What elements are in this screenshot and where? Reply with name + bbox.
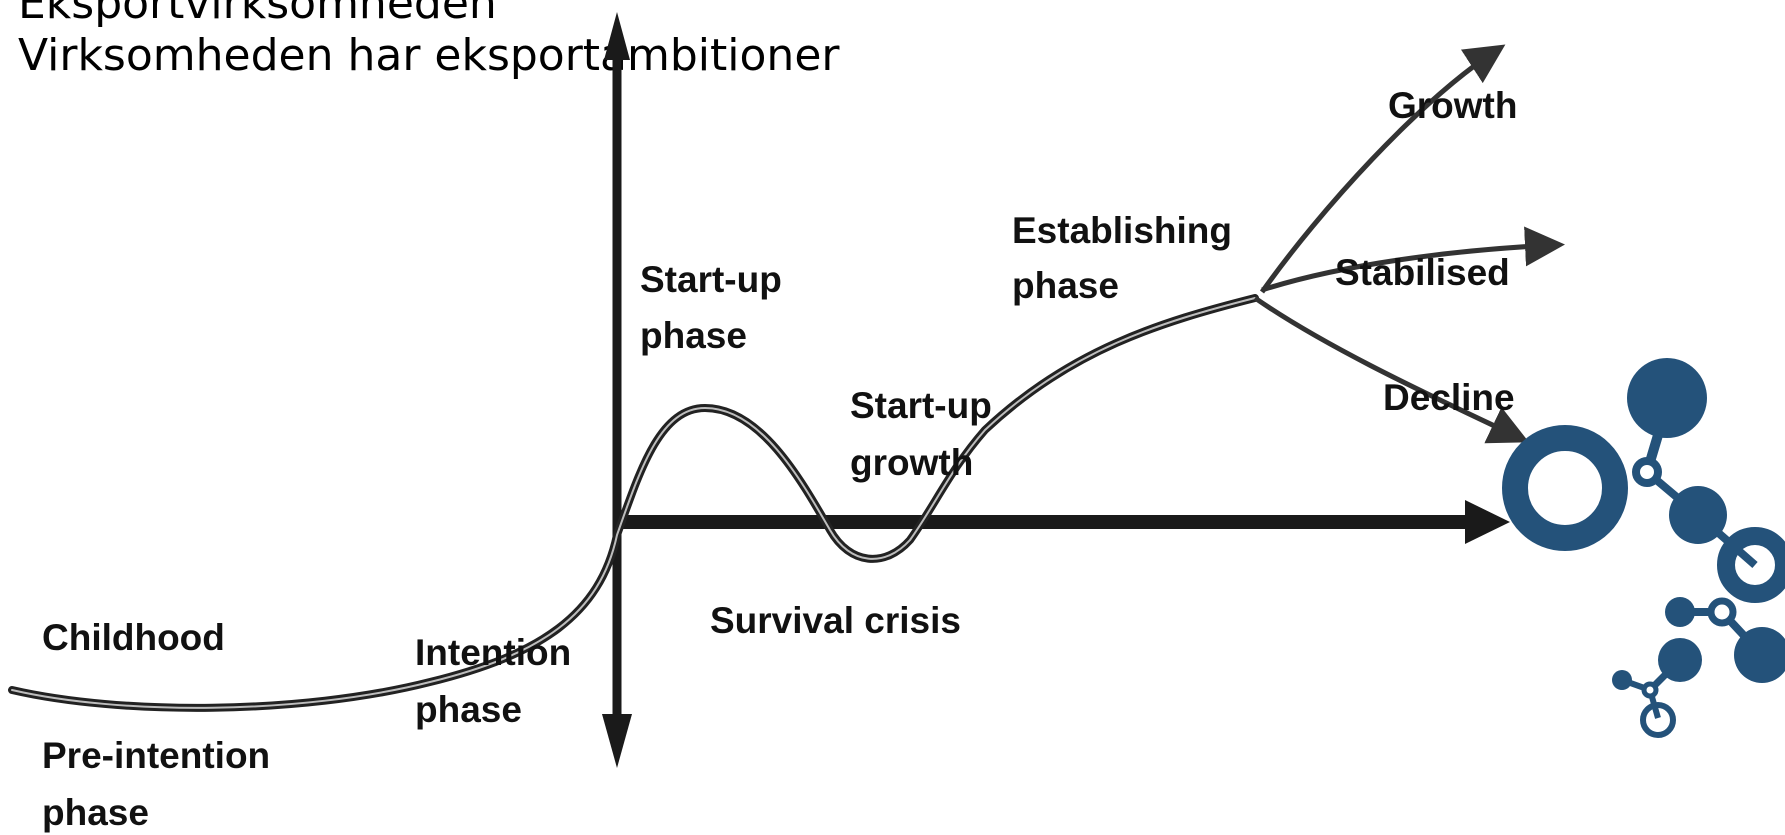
label-startup-growth-line1: Start-up (850, 385, 992, 426)
lifecycle-curve (8, 294, 1259, 712)
branch-growth (1259, 44, 1506, 294)
label-startup-line2: phase (640, 315, 747, 356)
label-survival-crisis: Survival crisis (710, 600, 961, 641)
label-decline: Decline (1383, 377, 1515, 418)
branch-stabilised (1261, 226, 1565, 293)
title-line-2: Virksomheden har eksportambitioner (18, 30, 840, 81)
slide-title: Eksportvirksomheden Virksomheden har eks… (18, 0, 839, 82)
label-startup-growth-line2: growth (850, 442, 973, 483)
label-stabilised: Stabilised (1335, 252, 1510, 293)
label-intention-line1: Intention (415, 632, 571, 673)
vertical-axis (602, 12, 632, 768)
label-growth: Growth (1388, 85, 1517, 126)
label-startup-line1: Start-up (640, 259, 782, 300)
branch-decline (1253, 295, 1530, 444)
title-line-1: Eksportvirksomheden (18, 0, 497, 29)
label-childhood: Childhood (42, 617, 225, 658)
label-pre-intention-line1: Pre-intention (42, 735, 270, 776)
label-establishing-line1: Establishing (1012, 210, 1232, 251)
label-establishing-line2: phase (1012, 265, 1119, 306)
molecule-dots-logo (1502, 358, 1785, 738)
label-pre-intention-line2: phase (42, 792, 149, 833)
horizontal-axis (617, 500, 1510, 544)
label-intention-line2: phase (415, 689, 522, 730)
